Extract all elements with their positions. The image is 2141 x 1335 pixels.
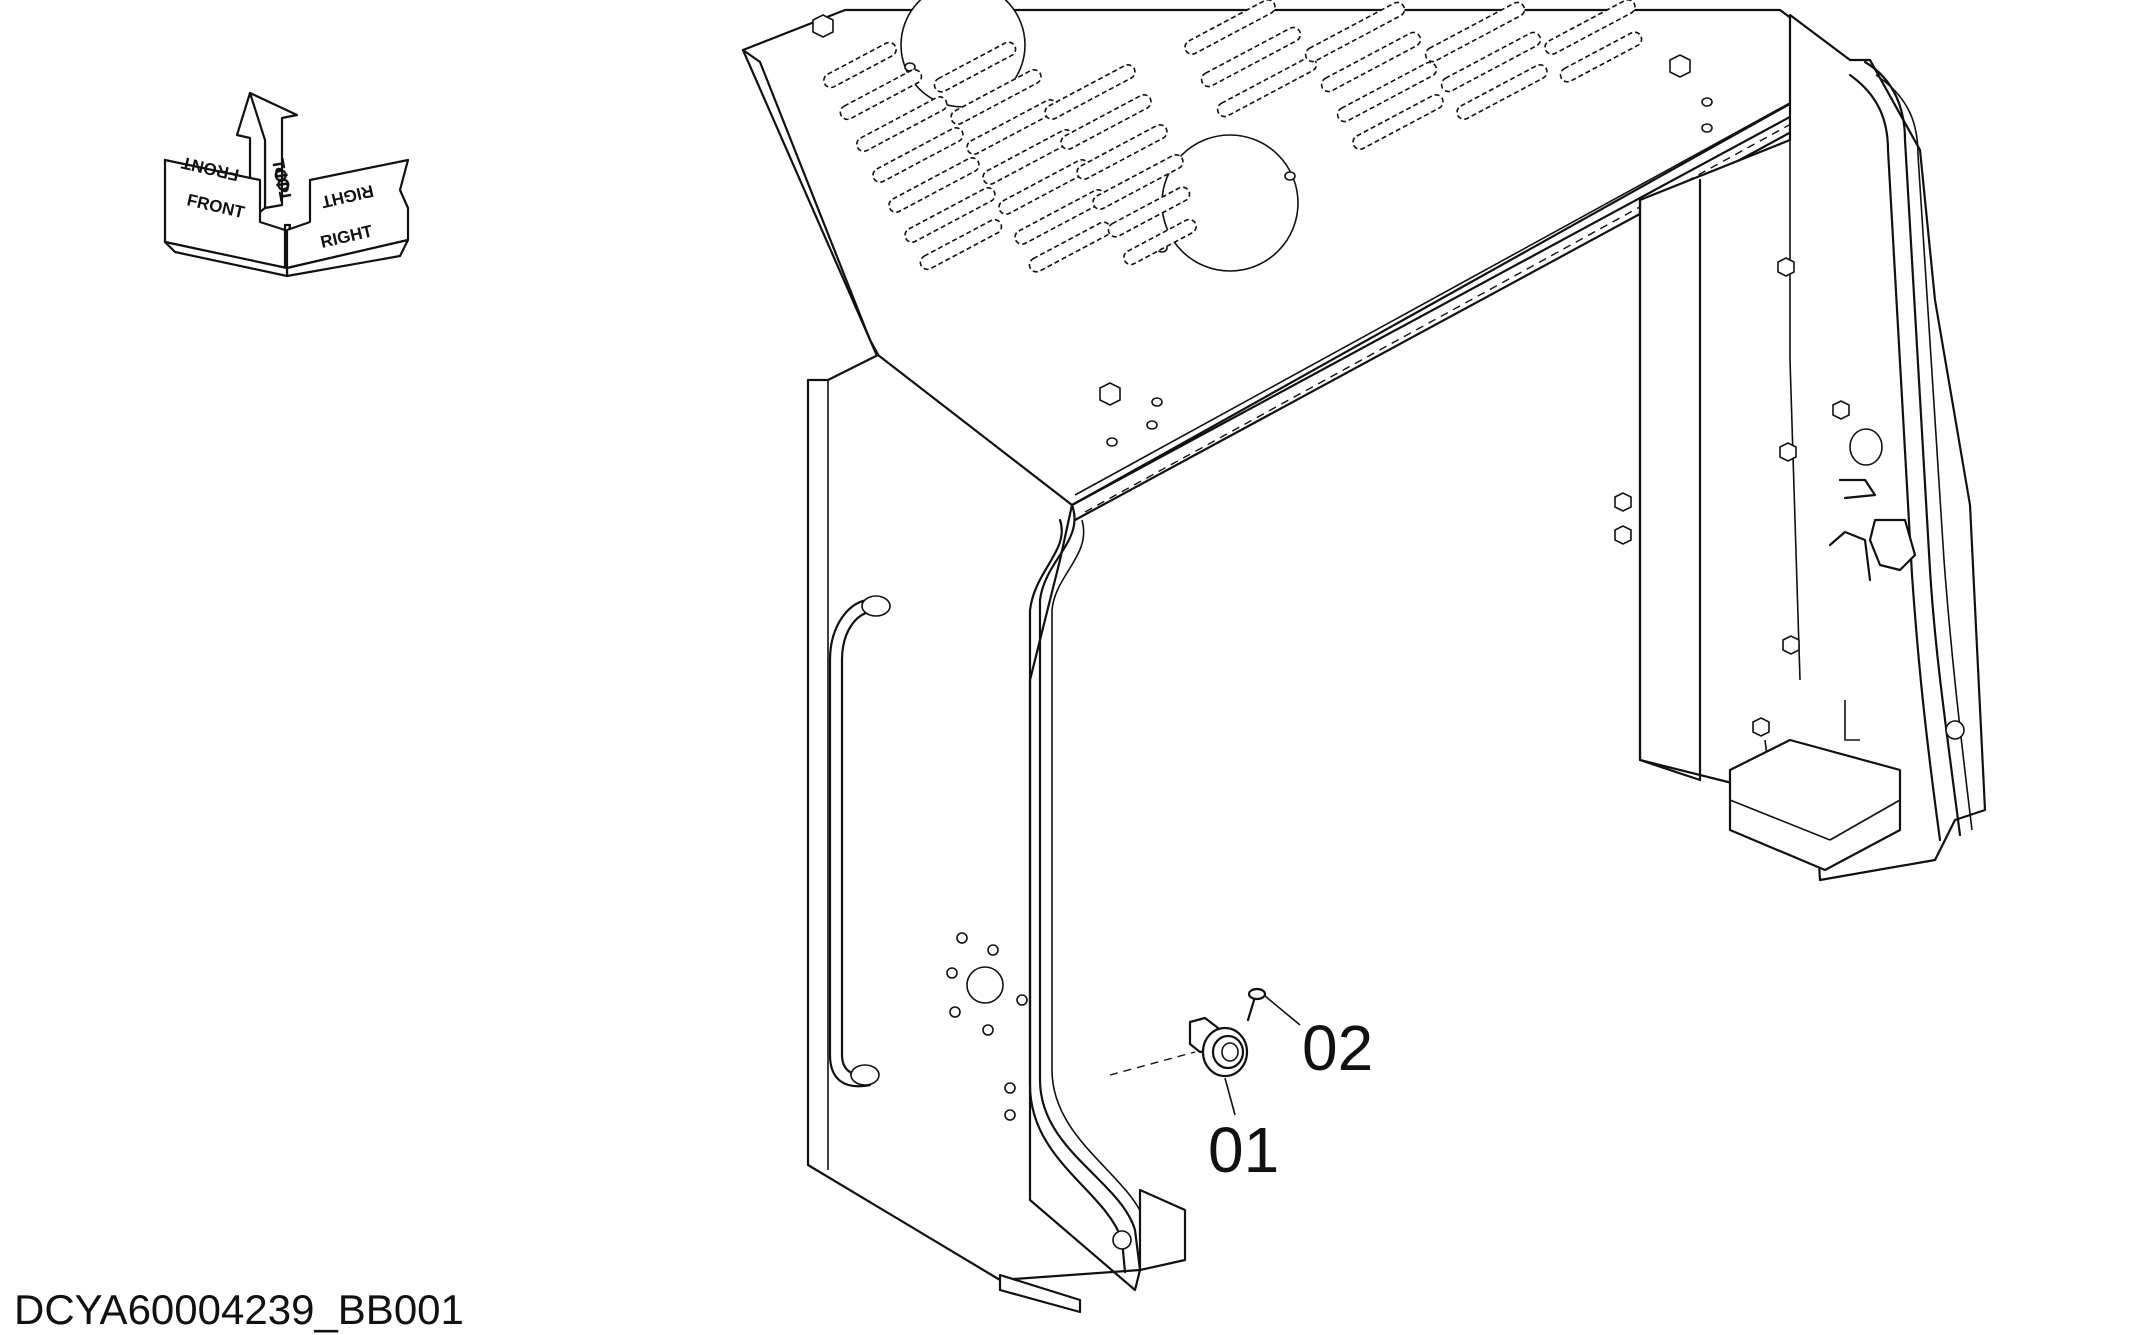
bracket-icon bbox=[1838, 478, 1877, 500]
pillar-bolt-icon bbox=[1782, 635, 1800, 655]
roof-bolt-icon bbox=[1099, 382, 1121, 406]
callout-02-label: 02 bbox=[1302, 1012, 1373, 1084]
part-01-knob bbox=[1188, 1016, 1249, 1078]
part-02-screw bbox=[1246, 987, 1267, 1022]
vent-slots-a bbox=[823, 41, 1197, 273]
roof-panel bbox=[741, 0, 1867, 522]
callout-01-leader bbox=[1224, 1077, 1236, 1116]
orientation-arrow-icon bbox=[163, 91, 410, 278]
orientation-indicator: FRONT FRONT TOP TOP RIGHT RIGHT bbox=[163, 91, 410, 278]
pillar-bolt-icon bbox=[1614, 492, 1632, 512]
drawing-id: DCYA60004239_BB001 bbox=[14, 1286, 464, 1333]
pillar-bolt-icon bbox=[1832, 400, 1850, 420]
cab-frame bbox=[741, 0, 1987, 1314]
vent-slots-b bbox=[1184, 0, 1643, 150]
roof-bolt-icon bbox=[812, 14, 834, 38]
pillar-bolt-icon bbox=[1777, 257, 1795, 277]
callout-02-leader bbox=[1264, 995, 1301, 1026]
pillar-bolt-icon bbox=[1779, 442, 1797, 462]
left-pillar bbox=[806, 353, 1196, 1314]
callout-01: 01 bbox=[1208, 1077, 1279, 1186]
right-pillar bbox=[1614, 13, 1987, 882]
callout-02: 02 bbox=[1264, 995, 1373, 1084]
roof-bolt-icon bbox=[1669, 54, 1691, 78]
bracket-icon bbox=[1828, 530, 1872, 582]
callout-01-label: 01 bbox=[1208, 1114, 1279, 1186]
pillar-bolt-icon bbox=[1614, 525, 1632, 545]
pillar-bolt-icon bbox=[1752, 717, 1770, 737]
